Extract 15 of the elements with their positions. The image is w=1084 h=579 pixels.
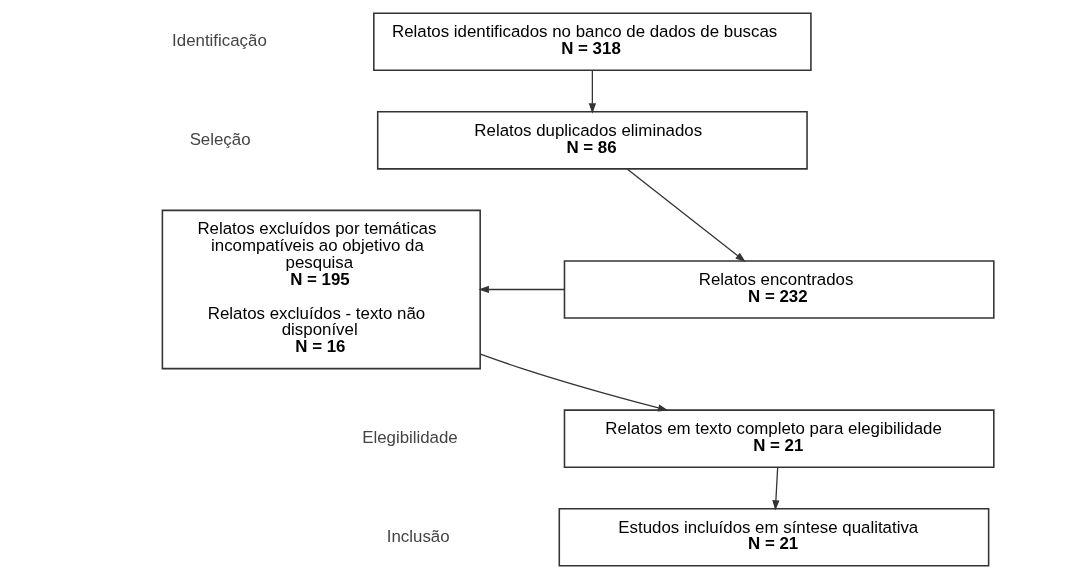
node-box: Relatos excluídos por temáticas incompatíveis ao objetivo da pesquisa N = 195 Relatos excluídos - texto não disponível N = 16 xyxy=(161,209,481,370)
node-box: Relatos identificados no banco de dados de buscas N = 318 xyxy=(372,12,812,72)
label: Identificação xyxy=(171,31,267,51)
label: Seleção xyxy=(189,129,251,149)
arrow xyxy=(478,285,565,294)
arrow xyxy=(479,353,668,412)
arrow xyxy=(588,69,596,114)
arrow xyxy=(771,466,780,511)
label: Inclusão xyxy=(386,526,450,546)
arrow xyxy=(626,168,746,262)
label: Elegibilidade xyxy=(361,428,458,448)
node-box: Relatos encontrados N = 232 xyxy=(563,260,995,319)
node-box: Relatos duplicados eliminados N = 86 xyxy=(376,111,808,170)
node-box: Estudos incluídos em síntese qualitativa N = 21 xyxy=(558,507,989,567)
node-box: Relatos em texto completo para elegibilidade N = 21 xyxy=(563,409,995,468)
